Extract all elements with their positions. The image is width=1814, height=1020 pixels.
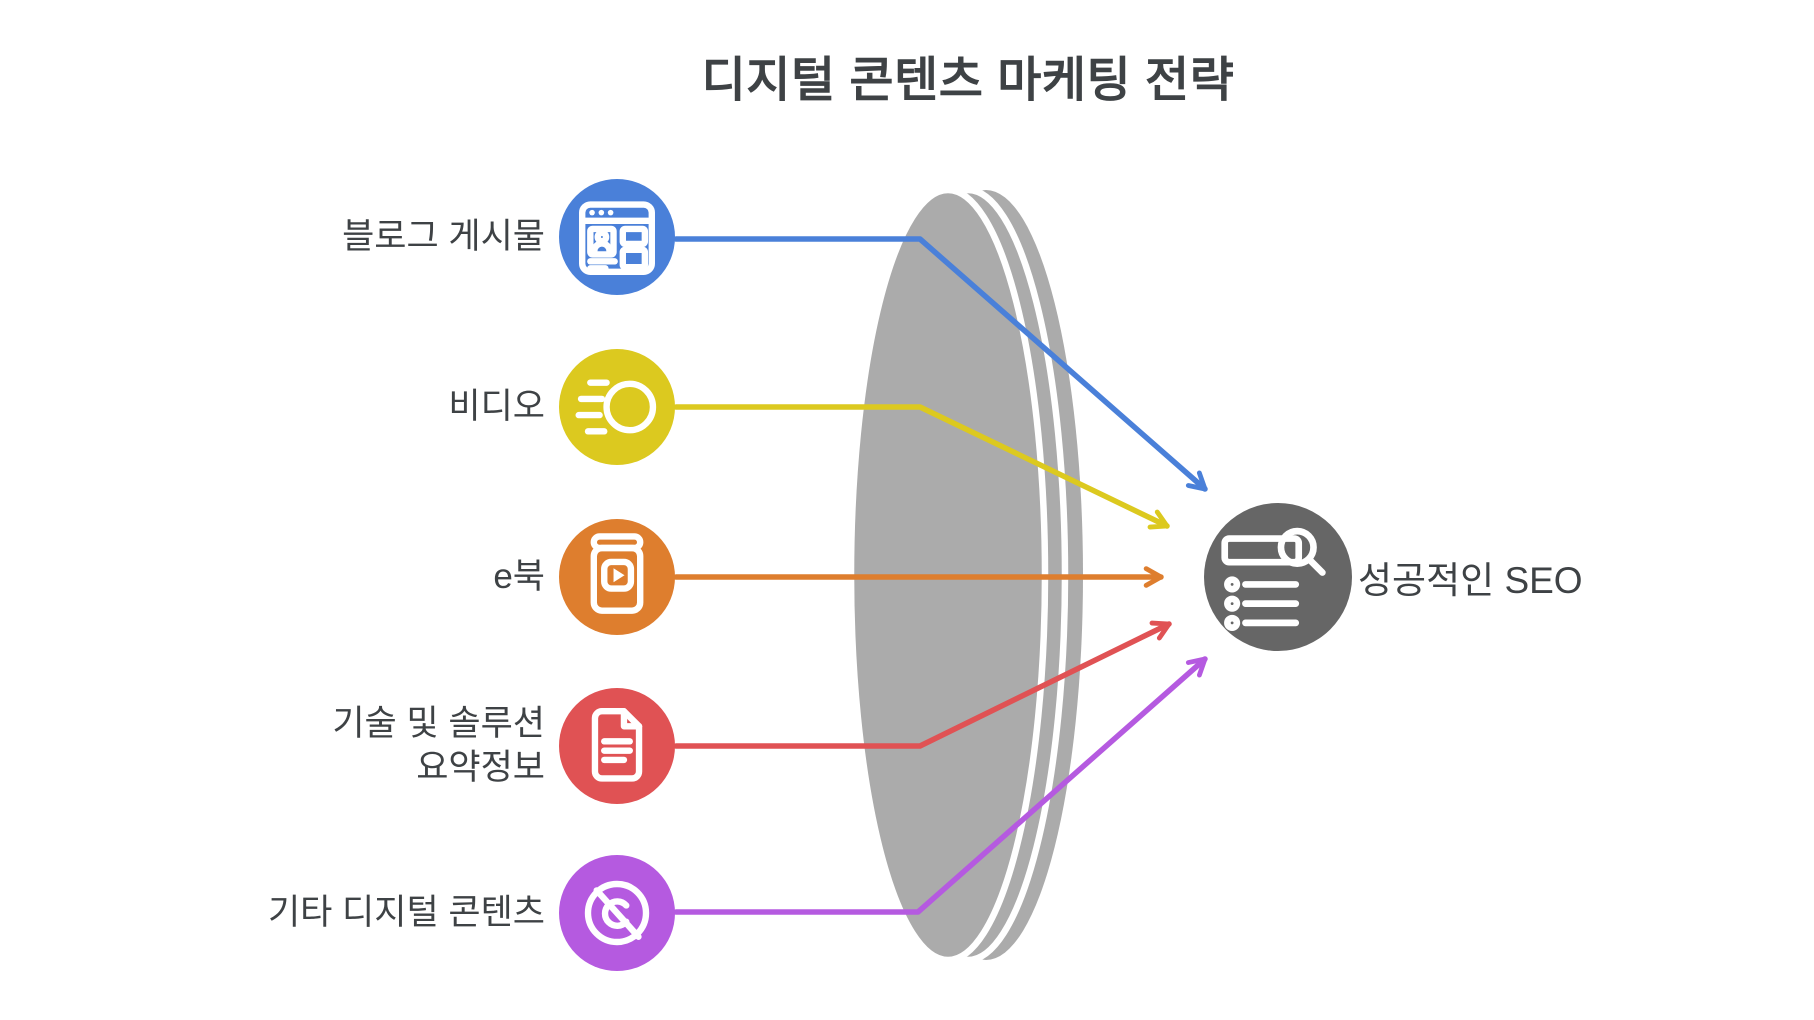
- source-label-ebook: e북: [493, 557, 545, 596]
- source-label-blog: 블로그 게시물: [342, 217, 545, 256]
- source-row-blog: 블로그 게시물: [145, 179, 675, 295]
- connector-other-to-seo: [673, 656, 1208, 915]
- search-list-icon: [1204, 503, 1352, 651]
- ebook-play-icon: [559, 519, 675, 635]
- source-label-video: 비디오: [448, 387, 545, 426]
- document-icon: [559, 688, 675, 804]
- connector-brief-to-seo: [673, 620, 1172, 749]
- target-label-seo: 성공적인 SEO: [1358, 560, 1583, 601]
- connector-video-to-seo: [673, 404, 1170, 530]
- no-copyright-icon: [559, 855, 675, 971]
- source-row-ebook: e북: [145, 519, 675, 635]
- page-title: 디지털 콘텐츠 마케팅 전략: [701, 54, 1235, 107]
- source-label-brief: 기술 및 솔루션 요약정보: [332, 704, 545, 787]
- source-label-other: 기타 디지털 콘텐츠: [267, 893, 545, 932]
- source-row-brief: 기술 및 솔루션 요약정보: [145, 688, 675, 804]
- source-row-other: 기타 디지털 콘텐츠: [145, 855, 675, 971]
- blog-browser-icon: [559, 179, 675, 295]
- source-row-video: 비디오: [145, 349, 675, 465]
- connector-blog-to-seo: [673, 236, 1208, 492]
- video-camera-icon: [559, 349, 675, 465]
